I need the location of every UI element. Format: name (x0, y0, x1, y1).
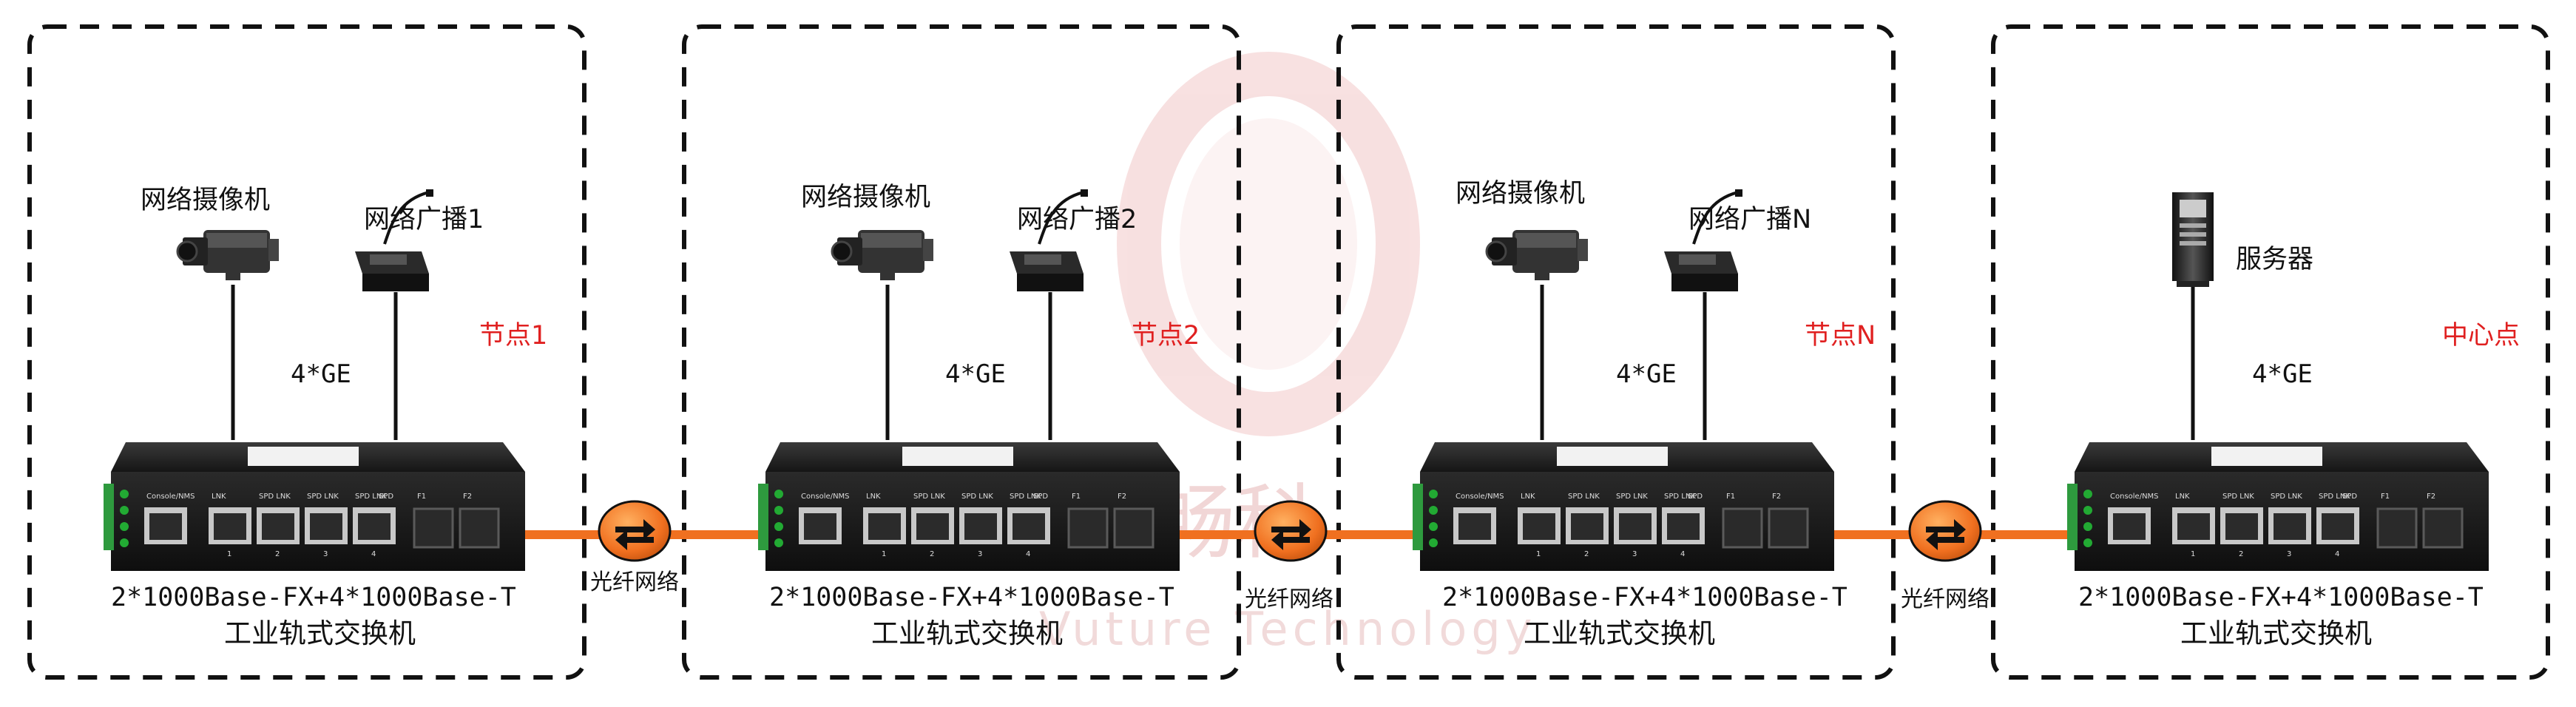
fiber-router-icon (1254, 500, 1328, 562)
link-count-label: 4*GE (1616, 359, 1677, 389)
switch-port-number: 1 (2191, 550, 2195, 558)
switch-model-label: 2*1000Base-FX+4*1000Base-T (769, 583, 1174, 612)
switch-port-header: F2 (463, 493, 472, 501)
fiber-router-icon (1908, 500, 1982, 562)
industrial-switch-icon (1411, 441, 1836, 572)
switch-port-number: 2 (930, 550, 934, 558)
switch-port-header: SPD (1688, 493, 1703, 501)
industrial-switch-icon (102, 441, 527, 572)
switch-type-label: 工业轨式交换机 (1524, 618, 1715, 649)
panel-1-frame (27, 24, 586, 680)
switch-type-label: 工业轨式交换机 (224, 618, 416, 649)
camera-icon (1485, 229, 1589, 282)
switch-port-number: 1 (227, 550, 231, 558)
switch-port-header: SPD LNK (2271, 493, 2302, 501)
switch-port-number: 2 (1584, 550, 1589, 558)
switch-port-header: SPD LNK (355, 493, 387, 501)
switch-port-header: F1 (1072, 493, 1081, 501)
camera-label: 网络摄像机 (801, 183, 931, 212)
switch-port-header: F1 (417, 493, 426, 501)
switch-type-label: 工业轨式交换机 (2180, 618, 2372, 649)
camera-label: 网络摄像机 (141, 186, 271, 215)
industrial-switch-icon (757, 441, 1181, 572)
switch-port-header: SPD LNK (1010, 493, 1041, 501)
watermark-logo (1117, 52, 1420, 436)
switch-port-number: 3 (323, 550, 328, 558)
node-label: 节点1 (479, 321, 548, 351)
switch-port-header: LNK (2175, 493, 2190, 501)
node-label: 节点N (1805, 321, 1876, 351)
server-icon (2172, 192, 2214, 287)
camera-icon (176, 229, 280, 282)
camera-icon (831, 229, 935, 282)
switch-model-label: 2*1000Base-FX+4*1000Base-T (2078, 583, 2484, 612)
switch-port-number: 3 (1632, 550, 1637, 558)
link-count-label: 4*GE (291, 359, 351, 389)
fiber-network-label: 光纤网络 (1245, 586, 1333, 612)
switch-port-header: SPD LNK (307, 493, 339, 501)
link-count-label: 4*GE (945, 359, 1006, 389)
switch-port-header: SPD (379, 493, 393, 501)
switch-port-header: SPD LNK (2319, 493, 2350, 501)
switch-port-header: LNK (212, 493, 226, 501)
switch-port-header: SPD LNK (259, 493, 291, 501)
switch-port-header: LNK (866, 493, 881, 501)
switch-port-header: SPD LNK (2222, 493, 2254, 501)
device-cables (231, 285, 2195, 440)
watermark-en-text: Vuture Technology (1039, 602, 1536, 656)
switch-port-number: 1 (1536, 550, 1541, 558)
switch-port-header: SPD LNK (1664, 493, 1696, 501)
switch-port-header: SPD (1033, 493, 1048, 501)
switch-port-number: 3 (2287, 550, 2291, 558)
fiber-router-icon (598, 500, 672, 562)
switch-port-number: 2 (2239, 550, 2243, 558)
switch-port-header: SPD LNK (1616, 493, 1648, 501)
switch-port-header: F1 (2381, 493, 2390, 501)
switch-port-number: 2 (275, 550, 280, 558)
broadcast-label: 网络广播N (1688, 205, 1812, 234)
switch-port-header: SPD LNK (1568, 493, 1600, 501)
switch-port-header: SPD LNK (961, 493, 993, 501)
switch-port-number: 4 (371, 550, 376, 558)
fiber-network-label: 光纤网络 (1901, 586, 1990, 612)
switch-port-header: Console/NMS (801, 493, 850, 501)
switch-port-header: F2 (2427, 493, 2435, 501)
switch-port-header: Console/NMS (146, 493, 195, 501)
switch-model-label: 2*1000Base-FX+4*1000Base-T (1442, 583, 1848, 612)
switch-port-number: 4 (1680, 550, 1685, 558)
switch-port-number: 3 (978, 550, 982, 558)
switch-port-header: Console/NMS (2110, 493, 2159, 501)
panel-4-frame (1991, 24, 2550, 680)
panel-2-frame (682, 24, 1241, 680)
switch-port-header: F2 (1118, 493, 1126, 501)
link-count-label: 4*GE (2252, 359, 2313, 389)
switch-port-header: F2 (1772, 493, 1781, 501)
switch-port-header: SPD (2342, 493, 2357, 501)
switch-type-label: 工业轨式交换机 (871, 618, 1063, 649)
node-label: 中心点 (2442, 321, 2521, 351)
switch-port-header: Console/NMS (1456, 493, 1504, 501)
industrial-switch-icon (2066, 441, 2490, 572)
switch-model-label: 2*1000Base-FX+4*1000Base-T (111, 583, 516, 612)
fiber-network-label: 光纤网络 (590, 569, 679, 595)
switch-port-header: F1 (1726, 493, 1735, 501)
server-label: 服务器 (2236, 245, 2314, 274)
broadcast-label: 网络广播2 (1017, 205, 1137, 234)
switch-port-number: 1 (882, 550, 886, 558)
switch-port-header: SPD LNK (913, 493, 945, 501)
camera-label: 网络摄像机 (1456, 179, 1586, 209)
switch-port-header: LNK (1521, 493, 1535, 501)
broadcast-label: 网络广播1 (364, 205, 484, 234)
panel-3-frame (1336, 24, 1896, 680)
node-label: 节点2 (1132, 321, 1200, 351)
switch-port-number: 4 (2335, 550, 2339, 558)
switch-port-number: 4 (1026, 550, 1030, 558)
